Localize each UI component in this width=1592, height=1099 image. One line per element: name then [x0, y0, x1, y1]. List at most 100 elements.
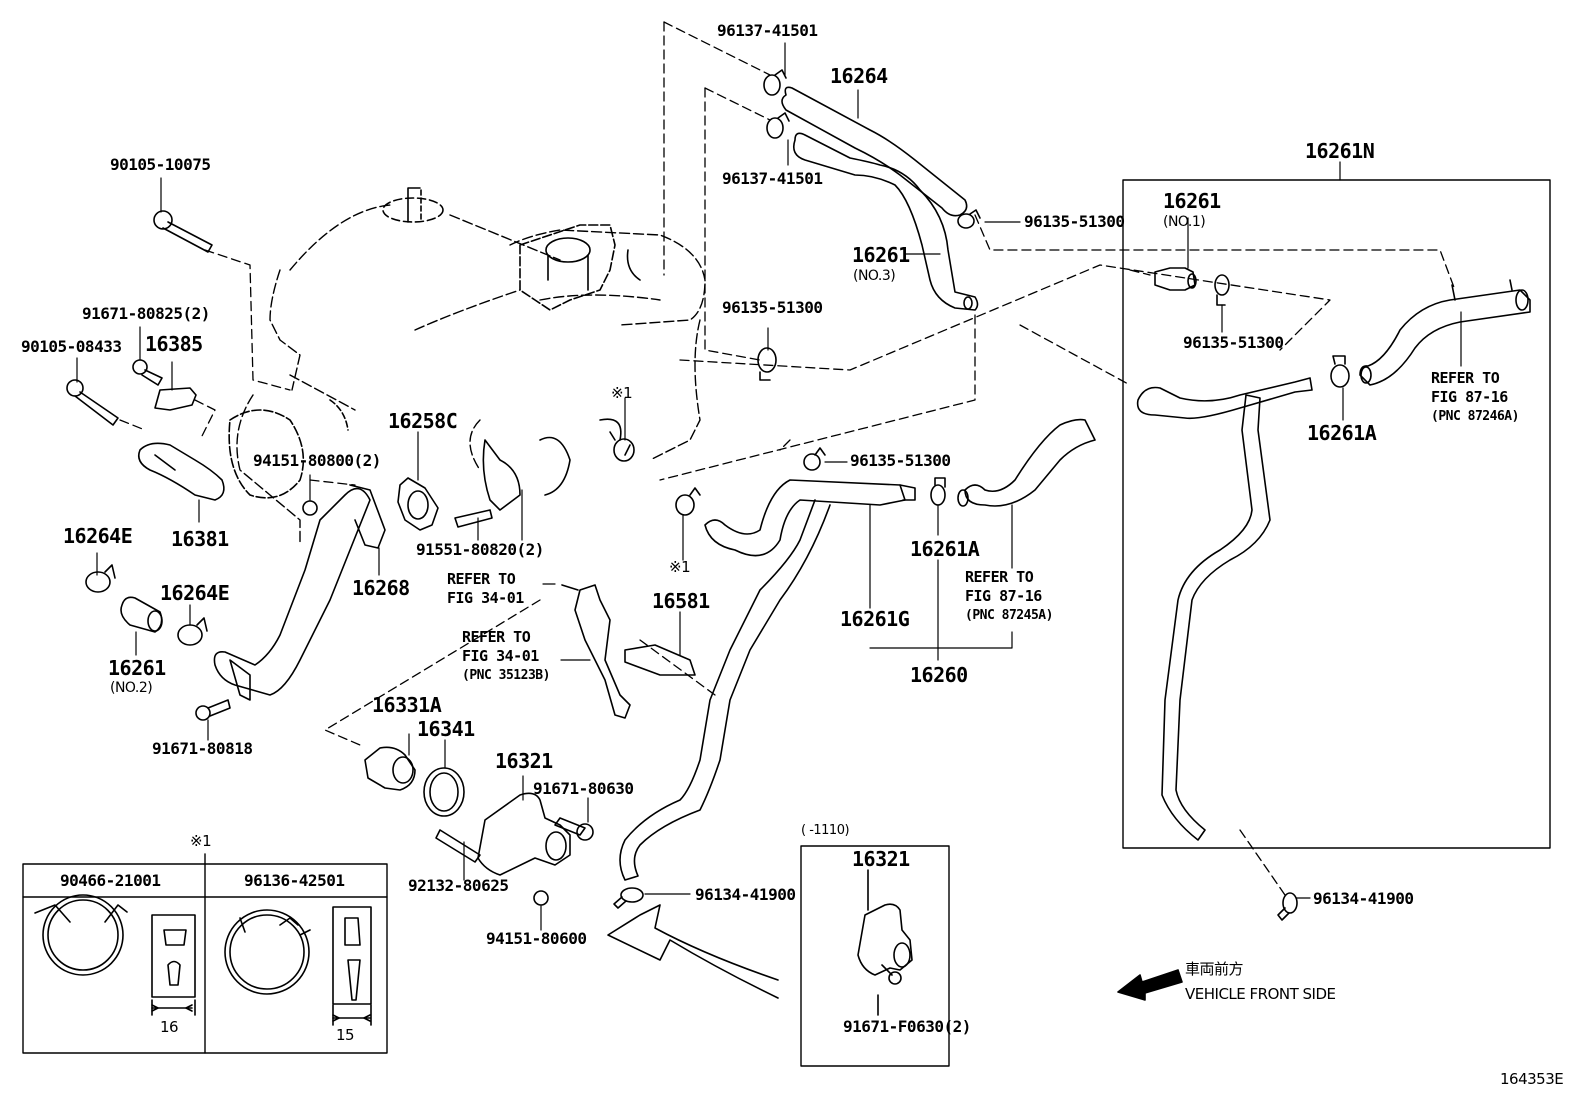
- clamp-16264E-b: [178, 618, 207, 645]
- bolt-91671-80825: [133, 360, 162, 385]
- part-label-16581[interactable]: 16581: [652, 589, 710, 613]
- bracket-16381: [139, 443, 224, 500]
- part-label-96135-51300-c[interactable]: 96135-51300: [850, 451, 951, 470]
- inset-part-label-16321[interactable]: 16321: [852, 847, 910, 871]
- clamp-table-header-90466-21001[interactable]: 90466-21001: [60, 871, 161, 890]
- part-label-91671-80630[interactable]: 91671-80630: [533, 779, 634, 798]
- vehicle-front-english: VEHICLE FRONT SIDE: [1185, 985, 1336, 1003]
- part-sublabel-no2: (NO.2): [110, 680, 153, 696]
- part-label-16381[interactable]: 16381: [171, 527, 229, 551]
- assembly-16261N-frame: [1123, 180, 1550, 848]
- part-label-16264E[interactable]: 16264E: [63, 524, 133, 548]
- clamp-96135-51300-d: [1215, 275, 1229, 305]
- flow-arrow: [608, 905, 778, 998]
- nut-94151-80600: [534, 891, 548, 905]
- part-label-96137-41501-lower[interactable]: 96137-41501: [722, 169, 823, 188]
- label-leader-lines: [77, 43, 1461, 930]
- refer-fig-34-01-pnc-label[interactable]: REFER TO FIG 34-01 (PNC 35123B): [462, 628, 550, 685]
- part-sublabel-no3: (NO.3): [853, 268, 896, 284]
- inset-part-label-91671-F0630[interactable]: 91671-F0630(2): [843, 1017, 971, 1036]
- part-label-16261-no2[interactable]: 16261: [108, 656, 166, 680]
- vehicle-front-arrow-icon: [1118, 970, 1182, 1000]
- part-label-94151-80600[interactable]: 94151-80600: [486, 929, 587, 948]
- clamp-96135-51300-a: [958, 210, 980, 228]
- bolt-90105-10075: [154, 211, 212, 252]
- hose-long-vertical: [620, 500, 830, 880]
- part-sublabel-no1: (NO.1): [1163, 214, 1206, 230]
- part-label-96134-41900-b[interactable]: 96134-41900: [1313, 889, 1414, 908]
- clamp-96135-51300-b: [758, 348, 776, 380]
- clamp-96135-51300-c: [804, 448, 825, 470]
- thermostat-housing-outline: [520, 225, 640, 310]
- part-label-16258C[interactable]: 16258C: [388, 409, 458, 433]
- clamp-width-16: 16: [160, 1018, 179, 1036]
- part-label-90105-08433[interactable]: 90105-08433: [21, 337, 122, 356]
- part-label-16260[interactable]: 16260: [910, 663, 968, 687]
- bracket-refer-35123B: [562, 585, 630, 718]
- part-label-96135-51300-b[interactable]: 96135-51300: [722, 298, 823, 317]
- part-label-96135-51300-d[interactable]: 96135-51300: [1183, 333, 1284, 352]
- sensor-16581: [625, 645, 695, 675]
- refer-line2: FIG 34-01: [462, 647, 539, 665]
- thermostat-16331A: [365, 747, 415, 790]
- pipe-16268: [214, 485, 385, 700]
- part-label-16261A[interactable]: 16261A: [910, 537, 980, 561]
- clamp-16261A-b: [1331, 356, 1349, 387]
- part-label-96134-41900[interactable]: 96134-41900: [695, 885, 796, 904]
- part-label-96135-51300[interactable]: 96135-51300: [1024, 212, 1125, 231]
- bolt-91671-80818: [196, 700, 230, 720]
- clamp-marker-1-b: [676, 488, 700, 515]
- part-label-16264E-b[interactable]: 16264E: [160, 581, 230, 605]
- hose-16261-no3: [794, 133, 978, 310]
- part-label-16341[interactable]: 16341: [417, 717, 475, 741]
- refer-line1: REFER TO: [1431, 369, 1500, 387]
- bracket-16385: [155, 388, 196, 410]
- hose-right-upper: [958, 420, 1095, 506]
- refer-fig-87-16-pnc-87245A-label[interactable]: REFER TO FIG 87-16 (PNC 87245A): [965, 568, 1053, 625]
- part-label-16268[interactable]: 16268: [352, 576, 410, 600]
- part-label-92132-80625[interactable]: 92132-80625: [408, 876, 509, 895]
- part-label-16261-no3[interactable]: 16261: [852, 243, 910, 267]
- part-label-96137-41501[interactable]: 96137-41501: [717, 21, 818, 40]
- part-label-16261-no1[interactable]: 16261: [1163, 189, 1221, 213]
- bolt-90105-08433: [67, 380, 118, 425]
- refer-pnc: (PNC 87245A): [965, 608, 1053, 623]
- part-label-16261G[interactable]: 16261G: [840, 607, 910, 631]
- water-inlet-16321: [478, 793, 570, 875]
- refer-fig-34-01-label[interactable]: REFER TO FIG 34-01: [447, 570, 524, 608]
- part-label-91671-80825[interactable]: 91671-80825(2): [82, 304, 210, 323]
- nut-94151-80800: [303, 501, 317, 515]
- clamp-illustration-90466-21001: [35, 895, 195, 1015]
- inset-variant-frame: [801, 846, 949, 1066]
- part-label-16385[interactable]: 16385: [145, 332, 203, 356]
- connector-16261-no1: [1155, 268, 1196, 290]
- clamp-table-header-96136-42501[interactable]: 96136-42501: [244, 871, 345, 890]
- part-label-16261N[interactable]: 16261N: [1305, 139, 1375, 163]
- refer-pnc: (PNC 35123B): [462, 668, 550, 683]
- gasket-16341: [424, 768, 464, 816]
- clamp-16264E-a: [86, 565, 115, 592]
- part-label-91671-80818[interactable]: 91671-80818: [152, 739, 253, 758]
- engine-lower-housing: [229, 400, 621, 510]
- refer-line2: FIG 34-01: [447, 589, 524, 607]
- part-label-16264[interactable]: 16264: [830, 64, 888, 88]
- refer-fig-87-16-pnc-87246A-label[interactable]: REFER TO FIG 87-16 (PNC 87246A): [1431, 369, 1519, 426]
- clamp-96134-41900-a: [614, 888, 643, 908]
- inset-range-label: ( -1110): [801, 823, 850, 838]
- clamp-illustration-96136-42501: [225, 907, 371, 1025]
- hose-16264: [782, 87, 967, 215]
- part-label-16321[interactable]: 16321: [495, 749, 553, 773]
- inset-water-inlet-16321: [858, 870, 912, 1015]
- part-label-16261A-b[interactable]: 16261A: [1307, 421, 1377, 445]
- refer-line1: REFER TO: [462, 628, 531, 646]
- refer-line2: FIG 87-16: [1431, 388, 1508, 406]
- part-label-91551-80820[interactable]: 91551-80820(2): [416, 540, 544, 559]
- clamp-table-frame: [23, 854, 387, 1053]
- part-label-16331A[interactable]: 16331A: [372, 693, 442, 717]
- hose-16261-no2: [121, 597, 162, 632]
- clamp-16261A-a: [931, 478, 945, 505]
- figure-id: 164353E: [1500, 1070, 1564, 1088]
- part-label-90105-10075[interactable]: 90105-10075: [110, 155, 211, 174]
- part-label-94151-80800[interactable]: 94151-80800(2): [253, 451, 381, 470]
